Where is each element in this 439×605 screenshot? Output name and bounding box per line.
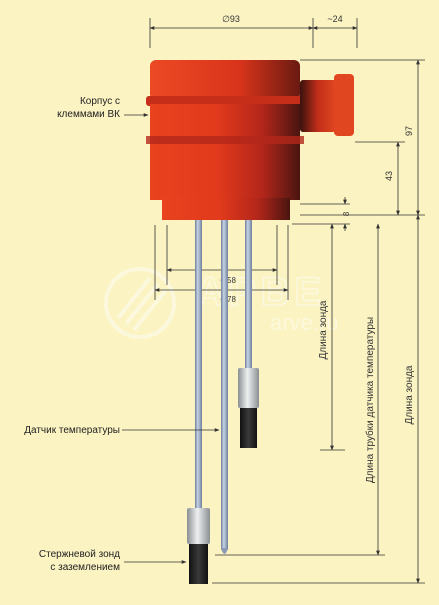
width-label: ∅93 [222, 14, 240, 24]
probe-length-label: Длина зонда [318, 300, 329, 359]
rod-probe-bushing [187, 508, 210, 544]
rod-middle-tip [221, 548, 228, 554]
top-dimensions [149, 18, 358, 48]
rods [187, 220, 259, 584]
total-probe-length-label: Длина зонда [404, 365, 415, 424]
rod-probe-callout-line1: Стержневой зонд [38, 549, 120, 560]
height-mid-label: 43 [384, 171, 394, 181]
housing-band [146, 136, 304, 144]
watermark: АРВЕ arve.ru [104, 267, 338, 339]
housing-base [162, 198, 290, 220]
height-total-label: 97 [404, 126, 414, 136]
watermark-logo-icon [104, 267, 176, 339]
cable-gland-cap [334, 74, 354, 136]
short-rod-bushing [238, 368, 259, 408]
watermark-site: arve.ru [270, 310, 338, 335]
housing-body [150, 104, 300, 200]
height-small-label: 8 [342, 211, 351, 216]
offset-label: ~24 [327, 14, 342, 24]
rod-short [245, 220, 252, 370]
right-dimensions [212, 59, 425, 584]
rod-probe-callout: Стержневой зонд с заземлением [2, 548, 120, 574]
housing-rim [146, 96, 304, 106]
short-rod-tip [240, 408, 257, 448]
housing-callout-line2: клеммами ВК [57, 109, 120, 120]
rod-middle [221, 220, 228, 550]
rod-probe-callout-line2: с заземлением [50, 562, 120, 573]
inner-dia-1-label: ∅58 [220, 276, 236, 285]
rod-probe-tip [189, 544, 208, 584]
rod-long [195, 220, 202, 512]
cable-gland-nozzle [300, 80, 336, 132]
housing [146, 60, 354, 220]
housing-callout: Корпус с клеммами ВК [2, 95, 120, 121]
temperature-sensor-label: Датчик температуры [24, 425, 120, 436]
housing-cap [150, 60, 300, 100]
watermark-logo-stripes [116, 276, 168, 332]
watermark-logo-text: АРВЕ [195, 270, 326, 314]
sensor-tube-length-label: Длина трубки датчика температуры [364, 317, 376, 483]
inner-dia-2-label: ∅78 [220, 295, 236, 304]
callout-leaders [122, 113, 220, 564]
housing-callout-line1: Корпус с [79, 96, 120, 107]
temperature-sensor-callout: Датчик температуры [2, 424, 120, 437]
